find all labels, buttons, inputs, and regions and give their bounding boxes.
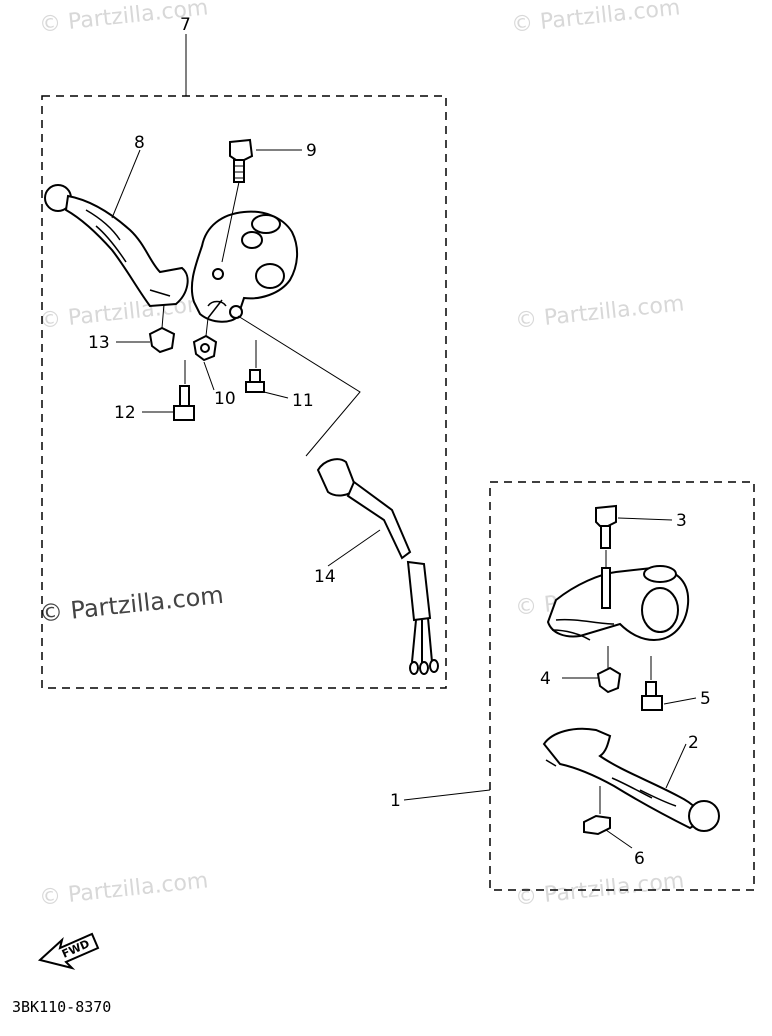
screw-5 (641, 656, 663, 711)
callout-14: 14 (314, 567, 336, 587)
nut-13 (148, 303, 176, 354)
watermark-3: © Partzilla.com (38, 291, 209, 334)
callout-5: 5 (700, 689, 711, 709)
lever-8 (44, 184, 189, 308)
assembly-1-box (489, 481, 755, 891)
callout-11: 11 (292, 391, 314, 411)
callout-12: 12 (114, 403, 136, 423)
watermark-2: © Partzilla.com (510, 0, 681, 38)
screw-12 (173, 360, 195, 421)
bushing-6 (583, 786, 611, 836)
callout-3: 3 (676, 511, 687, 531)
leader-lines (111, 34, 697, 849)
callout-8: 8 (134, 133, 145, 153)
callout-10: 10 (214, 389, 236, 409)
screw-3 (595, 504, 617, 600)
callout-9: 9 (306, 141, 317, 161)
nut-4 (596, 646, 622, 694)
screw-9 (221, 138, 254, 263)
callout-13: 13 (88, 333, 110, 353)
washer-10 (192, 317, 218, 362)
watermark-4: © Partzilla.com (514, 291, 685, 334)
lever-2 (542, 727, 720, 832)
callout-1: 1 (390, 791, 401, 811)
fwd-arrow-icon: FWD (37, 932, 100, 970)
bracket-7 (190, 210, 298, 323)
callout-6: 6 (634, 849, 645, 869)
diagram-code: 3BK110-8370 (12, 998, 111, 1016)
bracket-1 (546, 565, 690, 642)
screw-11 (245, 340, 265, 393)
callout-7: 7 (180, 15, 191, 35)
watermark-6: © Partzilla.com (38, 868, 209, 911)
callout-2: 2 (688, 733, 699, 753)
assembly-7-box (41, 95, 447, 689)
watermark-main: © Partzilla.com (38, 581, 225, 628)
callout-4: 4 (540, 669, 551, 689)
cable-14 (237, 315, 439, 675)
callouts: 7 8 9 13 10 11 12 14 3 4 5 2 1 6 (88, 15, 711, 869)
